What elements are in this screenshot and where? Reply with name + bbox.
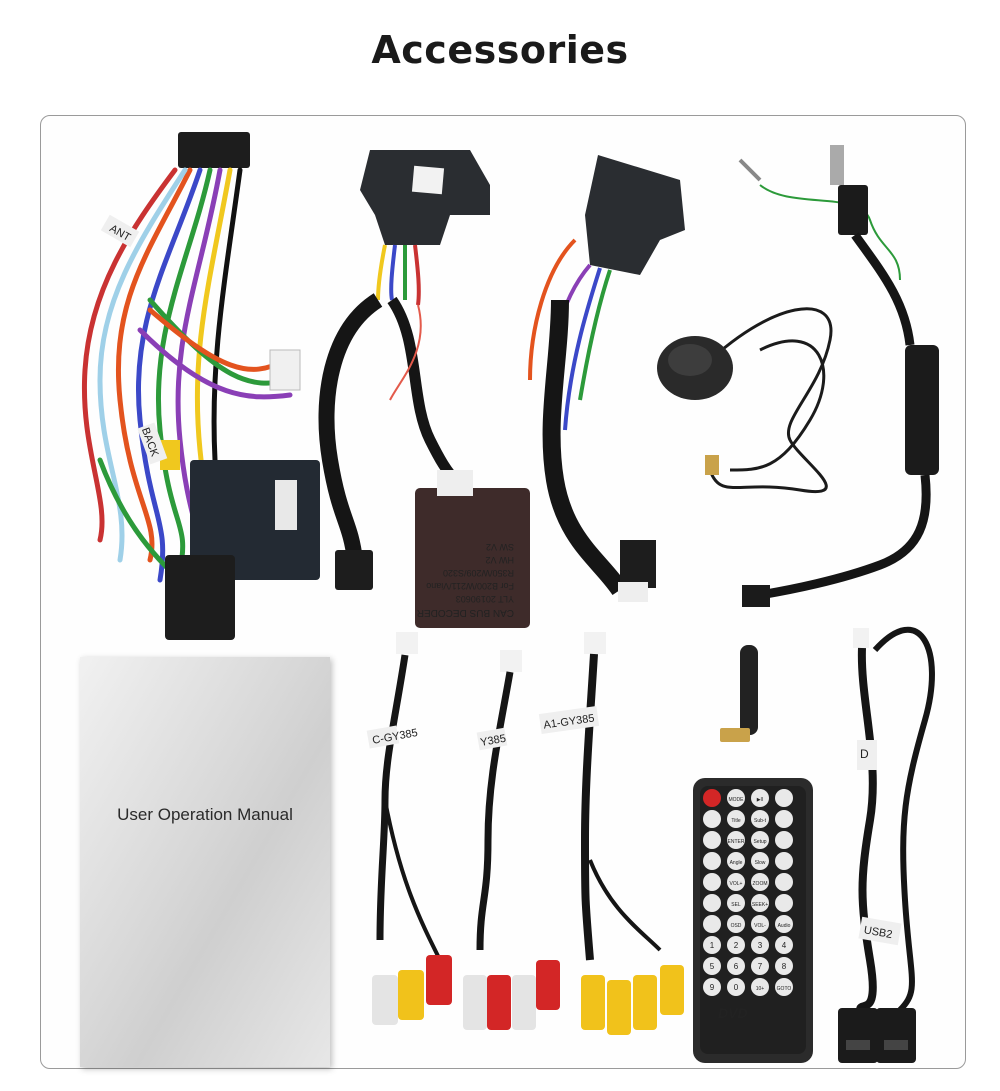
remote-button-label: OSD bbox=[731, 923, 742, 929]
remote-button-label: 0 bbox=[734, 983, 739, 992]
remote-button[interactable] bbox=[775, 894, 793, 912]
svg-text:R350/W209/S320: R350/W209/S320 bbox=[443, 568, 514, 578]
remote-button[interactable] bbox=[727, 894, 745, 912]
remote-button[interactable] bbox=[775, 810, 793, 828]
remote-button[interactable] bbox=[751, 873, 769, 891]
remote-button-label: 2 bbox=[734, 941, 739, 950]
remote-button-label: ZOOM bbox=[753, 881, 768, 887]
remote-button-label: 3 bbox=[758, 941, 763, 950]
remote-button[interactable] bbox=[775, 957, 793, 975]
remote-button-label: GOTO bbox=[777, 986, 792, 992]
remote-brand: DVD bbox=[718, 1005, 748, 1021]
remote-button-label: Sub-t bbox=[754, 818, 767, 824]
remote-button-label: Title bbox=[731, 818, 740, 824]
remote-button[interactable] bbox=[751, 894, 769, 912]
remote-button[interactable] bbox=[751, 831, 769, 849]
remote-button[interactable] bbox=[727, 936, 745, 954]
remote-button[interactable] bbox=[703, 852, 721, 870]
remote-button[interactable] bbox=[775, 852, 793, 870]
remote-button[interactable] bbox=[775, 936, 793, 954]
remote-button[interactable] bbox=[727, 852, 745, 870]
remote-button[interactable] bbox=[751, 978, 769, 996]
remote-button-label: Audio bbox=[778, 923, 791, 929]
rca-cable-a: A1-GY385 bbox=[538, 632, 684, 1035]
remote-button-label: VOL+ bbox=[730, 881, 743, 887]
canbus-harness: CAN BUS DECODER YLT 20190603 For B200/W2… bbox=[318, 150, 530, 628]
svg-text:For B200/W211/Viano: For B200/W211/Viano bbox=[426, 581, 514, 591]
remote-button[interactable] bbox=[751, 936, 769, 954]
remote-button[interactable] bbox=[751, 957, 769, 975]
remote-button[interactable] bbox=[703, 957, 721, 975]
gps-antenna bbox=[657, 307, 833, 493]
remote-button-label: 7 bbox=[758, 962, 763, 971]
remote-button[interactable] bbox=[775, 831, 793, 849]
remote-button-label: ENTER bbox=[728, 839, 745, 845]
tag-usb-d: D bbox=[860, 747, 869, 761]
remote-button-label: Setup bbox=[753, 839, 766, 845]
remote-button[interactable] bbox=[703, 810, 721, 828]
remote-button-label: Slow bbox=[755, 860, 766, 866]
wifi-antenna bbox=[720, 645, 758, 742]
usb-cable: D USB2 bbox=[838, 626, 935, 1063]
remote-button[interactable] bbox=[751, 789, 769, 807]
remote-button[interactable] bbox=[751, 852, 769, 870]
remote-button[interactable] bbox=[703, 831, 721, 849]
remote-button-label: SEEK+ bbox=[752, 902, 768, 908]
remote-button-label: Angle bbox=[730, 860, 743, 866]
svg-text:HW V2: HW V2 bbox=[485, 555, 514, 565]
remote-button-label: 1 bbox=[710, 941, 715, 950]
power-harness bbox=[528, 155, 685, 602]
user-manual: User Operation Manual bbox=[80, 657, 330, 1067]
svg-text:YLT 20190603: YLT 20190603 bbox=[456, 594, 514, 604]
remote-button-label: ▶II bbox=[757, 797, 764, 803]
remote-button[interactable] bbox=[703, 873, 721, 891]
radio-antenna-adapter bbox=[738, 145, 939, 607]
page-title: Accessories bbox=[371, 28, 629, 72]
remote-button-label: 9 bbox=[710, 983, 715, 992]
remote-button[interactable] bbox=[727, 873, 745, 891]
remote-button[interactable] bbox=[703, 915, 721, 933]
remote-button[interactable] bbox=[727, 810, 745, 828]
remote-button-label: VOL- bbox=[754, 923, 766, 929]
tag-usb: USB2 bbox=[863, 924, 893, 941]
remote-button[interactable] bbox=[751, 810, 769, 828]
remote-button-label: 5 bbox=[710, 962, 715, 971]
svg-text:CAN BUS DECODER: CAN BUS DECODER bbox=[417, 607, 514, 618]
remote-button[interactable] bbox=[727, 831, 745, 849]
tag-cable-y: Y385 bbox=[479, 733, 506, 749]
remote-button[interactable] bbox=[703, 789, 721, 807]
remote-button[interactable] bbox=[703, 894, 721, 912]
manual-title: User Operation Manual bbox=[117, 805, 293, 824]
svg-text:SW V2: SW V2 bbox=[486, 542, 514, 552]
remote-button[interactable] bbox=[775, 789, 793, 807]
rca-cable-y: Y385 bbox=[463, 650, 560, 1030]
remote-button-label: MODE bbox=[729, 797, 745, 803]
remote-button-label: SEL bbox=[731, 902, 741, 908]
remote-button[interactable] bbox=[727, 957, 745, 975]
remote-button[interactable] bbox=[703, 978, 721, 996]
remote-button-label: 8 bbox=[782, 962, 787, 971]
remote-button-label: 6 bbox=[734, 962, 739, 971]
remote-button[interactable] bbox=[751, 915, 769, 933]
remote-button[interactable] bbox=[775, 873, 793, 891]
rca-cable-c: C-GY385 bbox=[366, 632, 452, 1025]
remote-button[interactable] bbox=[775, 915, 793, 933]
remote-button[interactable] bbox=[775, 978, 793, 996]
remote-button[interactable] bbox=[727, 915, 745, 933]
remote-button[interactable] bbox=[727, 789, 745, 807]
can-decoder-label: CAN BUS DECODER YLT 20190603 For B200/W2… bbox=[417, 542, 514, 618]
remote-button-label: 4 bbox=[782, 941, 787, 950]
iso-harness: ANT BACK bbox=[81, 132, 320, 640]
remote-button-label: 10+ bbox=[756, 986, 765, 992]
remote-button[interactable] bbox=[703, 936, 721, 954]
remote-button[interactable] bbox=[727, 978, 745, 996]
